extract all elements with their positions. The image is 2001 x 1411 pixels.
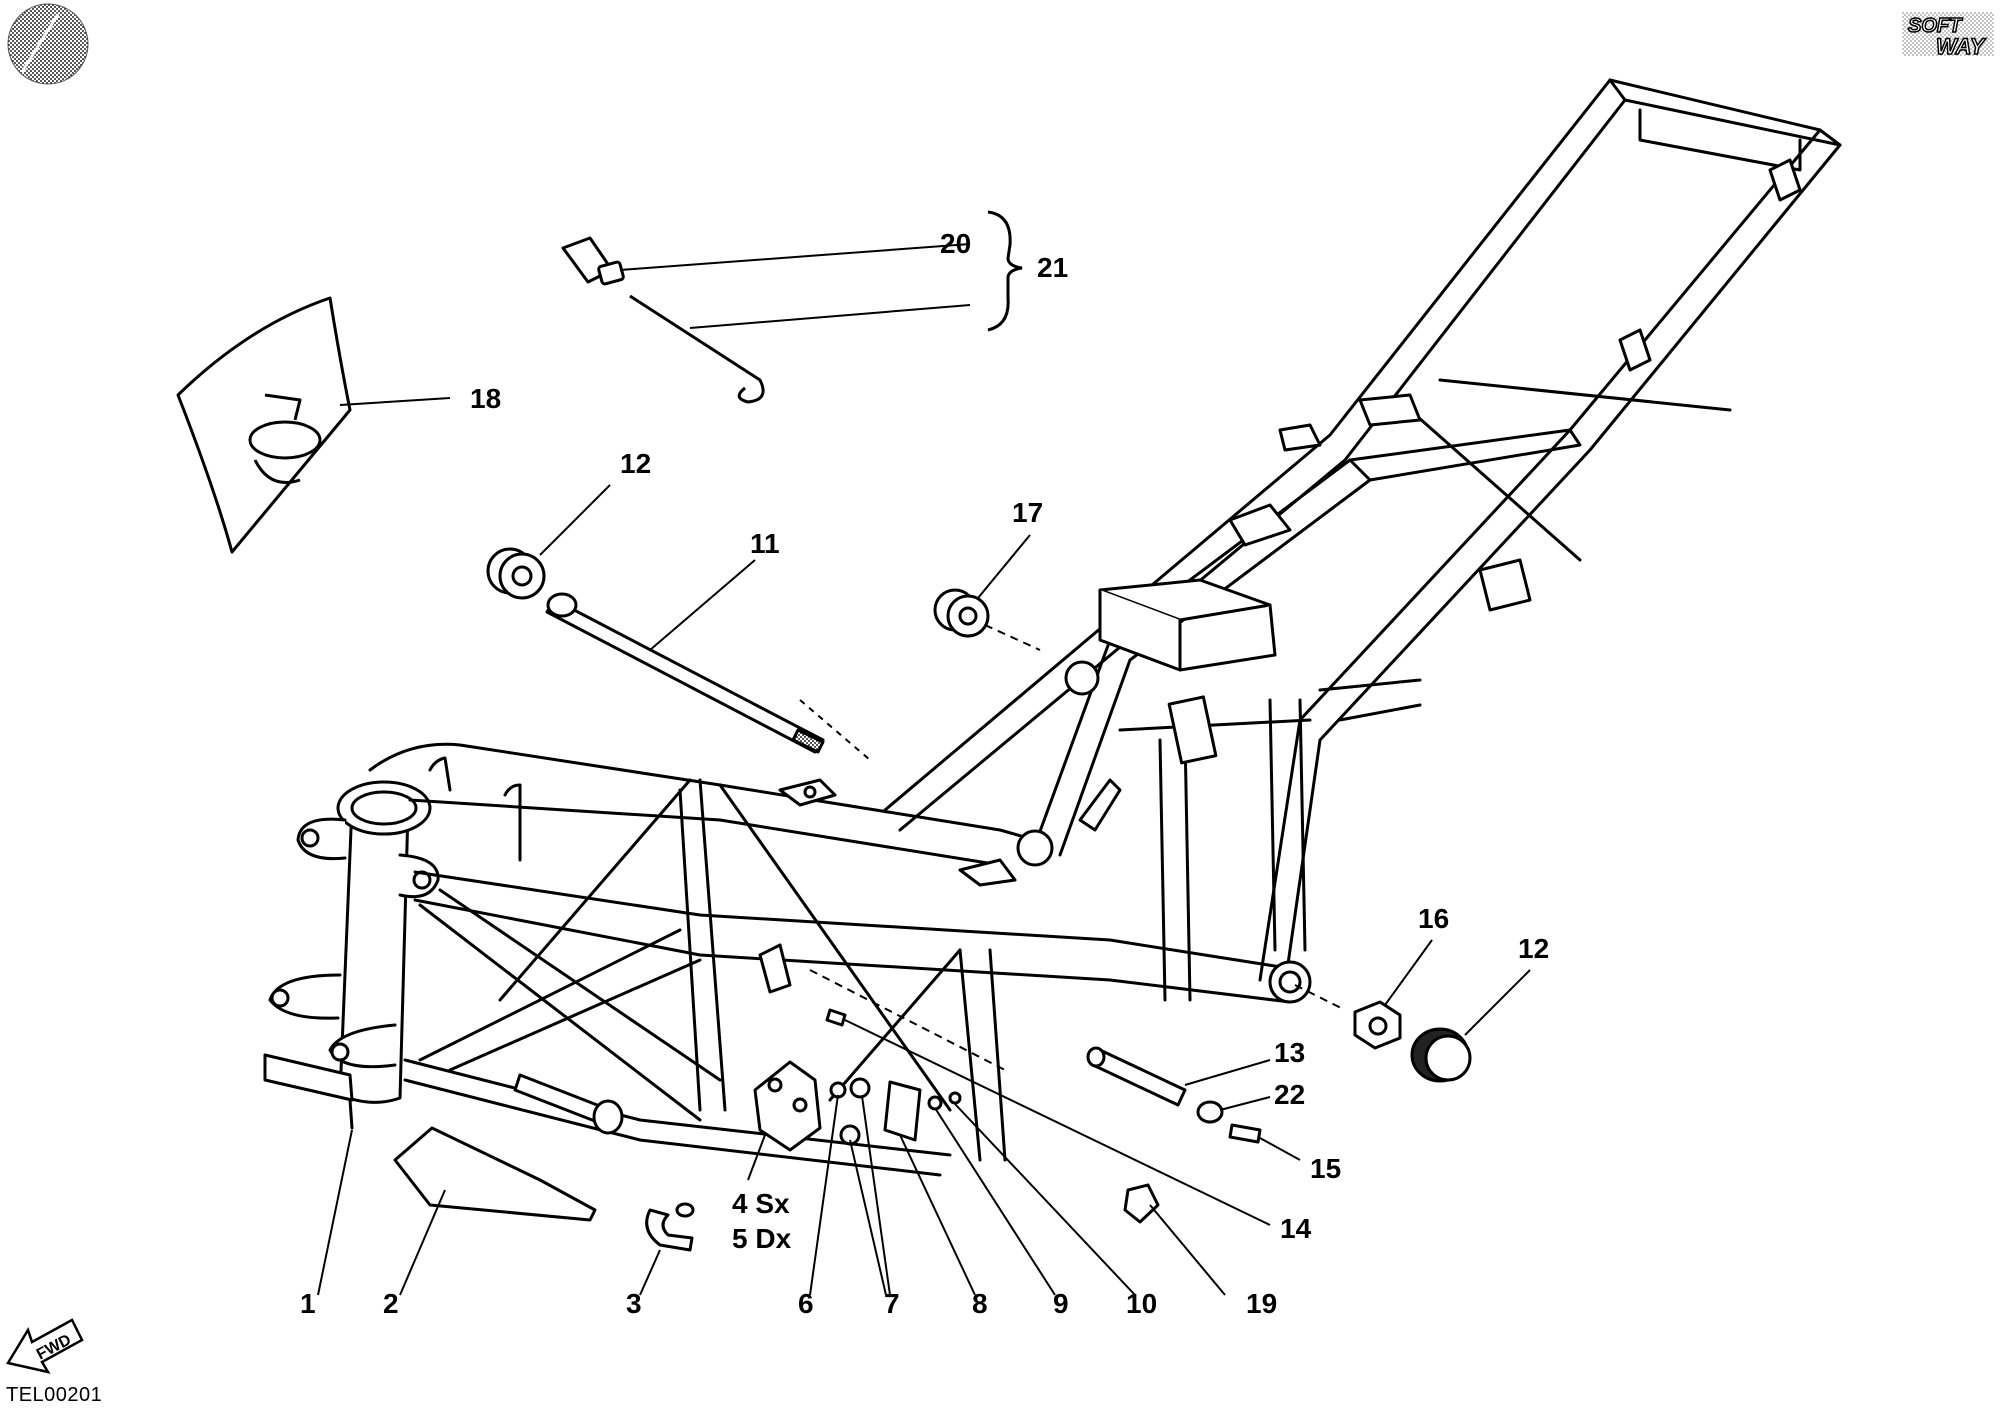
callout-15: 15 — [1310, 1153, 1341, 1184]
callout-13: 13 — [1274, 1037, 1305, 1068]
callout-1: 1 — [300, 1288, 316, 1319]
part-11-pivot-shaft — [545, 592, 825, 754]
callout-9: 9 — [1053, 1288, 1069, 1319]
corner-disc-logo — [7, 3, 89, 85]
callout-12-top: 12 — [620, 448, 651, 479]
callout-6: 6 — [798, 1288, 814, 1319]
swingarm-pivot — [1016, 660, 1312, 1004]
drawing-code: TEL00201 — [6, 1384, 103, 1406]
callout-8: 8 — [972, 1288, 988, 1319]
part-20-key — [561, 236, 625, 286]
callout-16: 16 — [1418, 903, 1449, 934]
frame-tabs — [758, 158, 1802, 994]
callout-2: 2 — [383, 1288, 399, 1319]
fwd-arrow-icon: FWD — [6, 1318, 84, 1374]
part-6-9-hardware — [829, 1077, 962, 1146]
brand-line2: WAY — [1936, 34, 1987, 58]
softway-logo: SOFT WAY — [1902, 12, 1994, 58]
part-22-washer — [1196, 1100, 1224, 1124]
callout-4-sx: 4 Sx — [732, 1188, 790, 1219]
callout-7: 7 — [884, 1288, 900, 1319]
callout-11: 11 — [750, 528, 780, 559]
leader-lines — [317, 210, 1531, 1296]
part-14-bolt — [825, 1008, 847, 1027]
part-4-5-bracket — [753, 1060, 822, 1152]
brand-line1: SOFT — [1908, 15, 1963, 37]
part-12-cap-right — [1410, 1027, 1472, 1083]
callout-5-dx: 5 Dx — [732, 1223, 792, 1254]
callout-20: 20 — [940, 228, 971, 259]
callout-3: 3 — [626, 1288, 642, 1319]
callout-22: 22 — [1274, 1079, 1305, 1110]
callout-12-right: 12 — [1518, 933, 1549, 964]
frame-assembly — [263, 78, 1842, 1177]
callout-17: 17 — [1012, 497, 1043, 528]
part-13-spacer — [1086, 1046, 1187, 1107]
part-1-lower-pin — [513, 1073, 624, 1135]
callout-19: 19 — [1246, 1288, 1277, 1319]
part-18-decal — [176, 296, 352, 554]
cross-frame-box — [1098, 578, 1277, 765]
part-2-plate — [393, 1126, 597, 1222]
callout-10: 10 — [1126, 1288, 1157, 1319]
part-16-nut — [1353, 1000, 1402, 1050]
part-15-screw — [1228, 1123, 1262, 1144]
callout-21: 21 — [1037, 252, 1068, 283]
part-17-bush — [933, 588, 990, 638]
callout-14: 14 — [1280, 1213, 1312, 1244]
callout-labels: 1 2 3 4 Sx 5 Dx 6 7 8 9 10 11 12 12 13 1… — [300, 228, 1549, 1319]
part-12-bush-top — [486, 547, 546, 600]
callout-18: 18 — [470, 383, 501, 414]
part-19-grommet — [1123, 1183, 1160, 1224]
part-3-clamp — [645, 1202, 695, 1252]
part-21-cable — [629, 294, 765, 404]
steering-head — [263, 780, 440, 1130]
